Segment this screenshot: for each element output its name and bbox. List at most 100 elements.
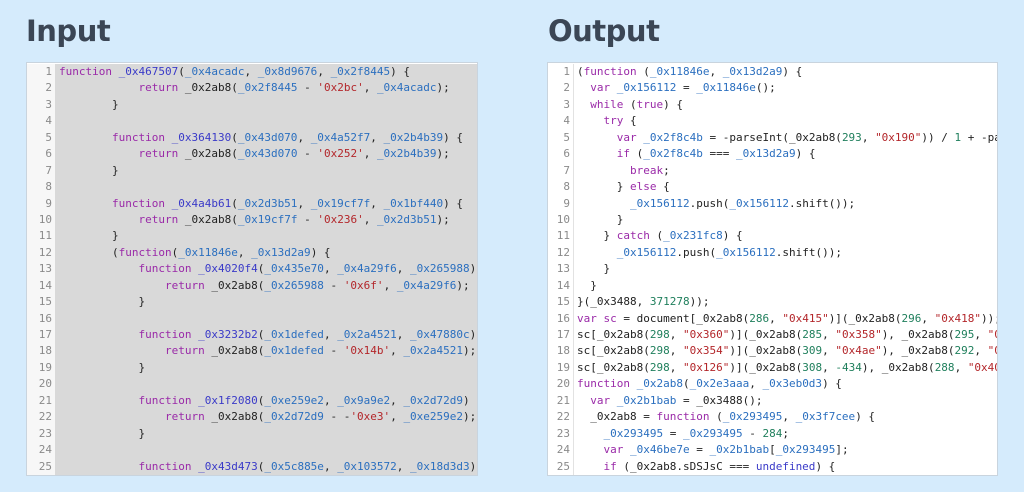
line-number: 24 — [548, 442, 574, 459]
identifier-token: _0x19cf7f — [237, 212, 298, 226]
identifier-token: _0x2d3b51 — [237, 196, 298, 210]
line-number: 5 — [27, 129, 55, 147]
line-number: 12 — [27, 244, 55, 262]
line-number: 19 — [548, 359, 574, 377]
string-token: "0x358" — [835, 328, 882, 341]
output-code-panel[interactable]: 1(function (_0x11846e, _0x13d2a9) {2 var… — [547, 62, 998, 476]
code-text: , — [363, 81, 377, 95]
string-token: "0x354" — [682, 344, 730, 358]
code-text: ); — [436, 81, 450, 95]
code-text: ), _0x2ab8( — [881, 344, 955, 358]
line-code: } — [55, 228, 477, 245]
line-code: function _0x43d473(_0x5c885e, _0x103572,… — [55, 458, 477, 475]
code-text: } — [59, 360, 146, 374]
identifier-token: _0x4a29f6 — [337, 262, 397, 276]
code-text: , — [954, 360, 968, 374]
code-text — [59, 262, 138, 275]
string-token: "0 — [987, 328, 997, 341]
line-number: 10 — [27, 211, 55, 229]
code-line: 15 } — [27, 294, 477, 311]
line-number: 10 — [548, 211, 574, 229]
code-text: - — [297, 147, 318, 161]
line-code: } catch (_0x231fc8) { — [574, 228, 997, 244]
code-text: = — [663, 426, 683, 440]
code-text: )](_0x2ab8( — [729, 360, 803, 374]
identifier-token: _0x156112 — [716, 245, 776, 259]
code-text: )); — [981, 311, 997, 325]
line-number: 9 — [548, 195, 574, 212]
string-token: "0x415" — [782, 311, 829, 325]
code-text: }(_0x3488, — [577, 295, 650, 309]
keyword-token: return — [138, 212, 179, 226]
line-code: } — [55, 96, 477, 114]
identifier-token: _0x103572 — [337, 459, 397, 473]
code-text: ) { — [443, 130, 464, 144]
string-token: '0x252' — [317, 147, 364, 161]
identifier-token: _0x435e70 — [264, 262, 324, 276]
code-text: ( — [682, 377, 690, 391]
code-text — [59, 81, 138, 94]
line-code: } — [55, 294, 477, 311]
identifier-token: _0x4acadc — [376, 81, 437, 95]
code-text: , — [323, 262, 338, 276]
code-text — [610, 81, 617, 94]
code-text: _0x2ab8( — [178, 147, 238, 161]
code-text: , — [370, 196, 384, 210]
number-token: 308 — [802, 360, 823, 374]
keyword-token: break — [629, 163, 664, 177]
identifier-token: _0x265988 — [264, 278, 324, 292]
line-code: return _0x2ab8(_0x265988 - '0x6f', _0x4a… — [55, 277, 477, 295]
keyword-token: var — [603, 443, 624, 457]
code-line: 21 var _0x2b1bab = _0x3488(); — [548, 392, 997, 410]
code-text: )](_0x2ab8( — [729, 344, 803, 358]
line-number: 23 — [27, 425, 55, 443]
line-number: 16 — [27, 310, 55, 327]
code-line: 16 — [27, 310, 477, 327]
line-number: 24 — [27, 442, 55, 459]
code-text: = _0x3488(); — [676, 393, 763, 407]
input-heading: Input — [26, 14, 111, 48]
identifier-token: _0x46be7e — [630, 443, 690, 457]
number-token: 285 — [802, 328, 823, 341]
code-text — [577, 81, 590, 94]
code-line: 14 } — [548, 277, 997, 295]
code-text — [59, 460, 138, 473]
code-text: , — [370, 130, 384, 144]
code-text: ( — [59, 245, 119, 259]
code-line: 23 _0x293495 = _0x293495 - 284; — [548, 425, 997, 443]
code-text: = -parseInt(_0x2ab8( — [702, 130, 842, 144]
line-code: _0x2ab8 = function (_0x293495, _0x3f7cee… — [574, 409, 997, 425]
code-text — [59, 344, 165, 357]
code-text: ), _0x2ab8( — [881, 328, 955, 341]
line-code: function _0x4020f4(_0x435e70, _0x4a29f6,… — [55, 261, 477, 278]
keyword-token: try — [603, 114, 624, 128]
code-text — [610, 394, 617, 407]
line-number: 22 — [27, 409, 55, 426]
string-token: "0 — [987, 344, 997, 358]
keyword-token: function — [138, 328, 192, 341]
line-code: while (true) { — [574, 97, 997, 113]
line-code: try { — [574, 113, 997, 129]
line-number: 20 — [27, 376, 55, 393]
line-code: sc[_0x2ab8(298, "0x354")](_0x2ab8(309, "… — [574, 343, 997, 359]
function-name-token: undefined — [755, 459, 816, 473]
code-text: ( — [630, 147, 644, 161]
code-text — [59, 147, 138, 160]
keyword-token: return — [164, 410, 205, 424]
code-text: )](_0x2ab8( — [828, 311, 902, 325]
code-line: 22 _0x2ab8 = function (_0x293495, _0x3f7… — [548, 409, 997, 426]
code-text: } — [59, 295, 146, 309]
number-token: 284 — [762, 426, 783, 440]
keyword-token: else — [629, 180, 657, 194]
number-token: 298 — [649, 328, 670, 341]
line-number: 4 — [27, 113, 55, 130]
code-text: ( — [178, 65, 185, 78]
code-text: , — [323, 459, 338, 473]
code-text: ) { — [795, 147, 816, 161]
identifier-token: _0xe259e2 — [403, 410, 464, 424]
code-line: 9 _0x156112.push(_0x156112.shift()); — [548, 195, 997, 212]
code-text: , — [390, 410, 404, 424]
